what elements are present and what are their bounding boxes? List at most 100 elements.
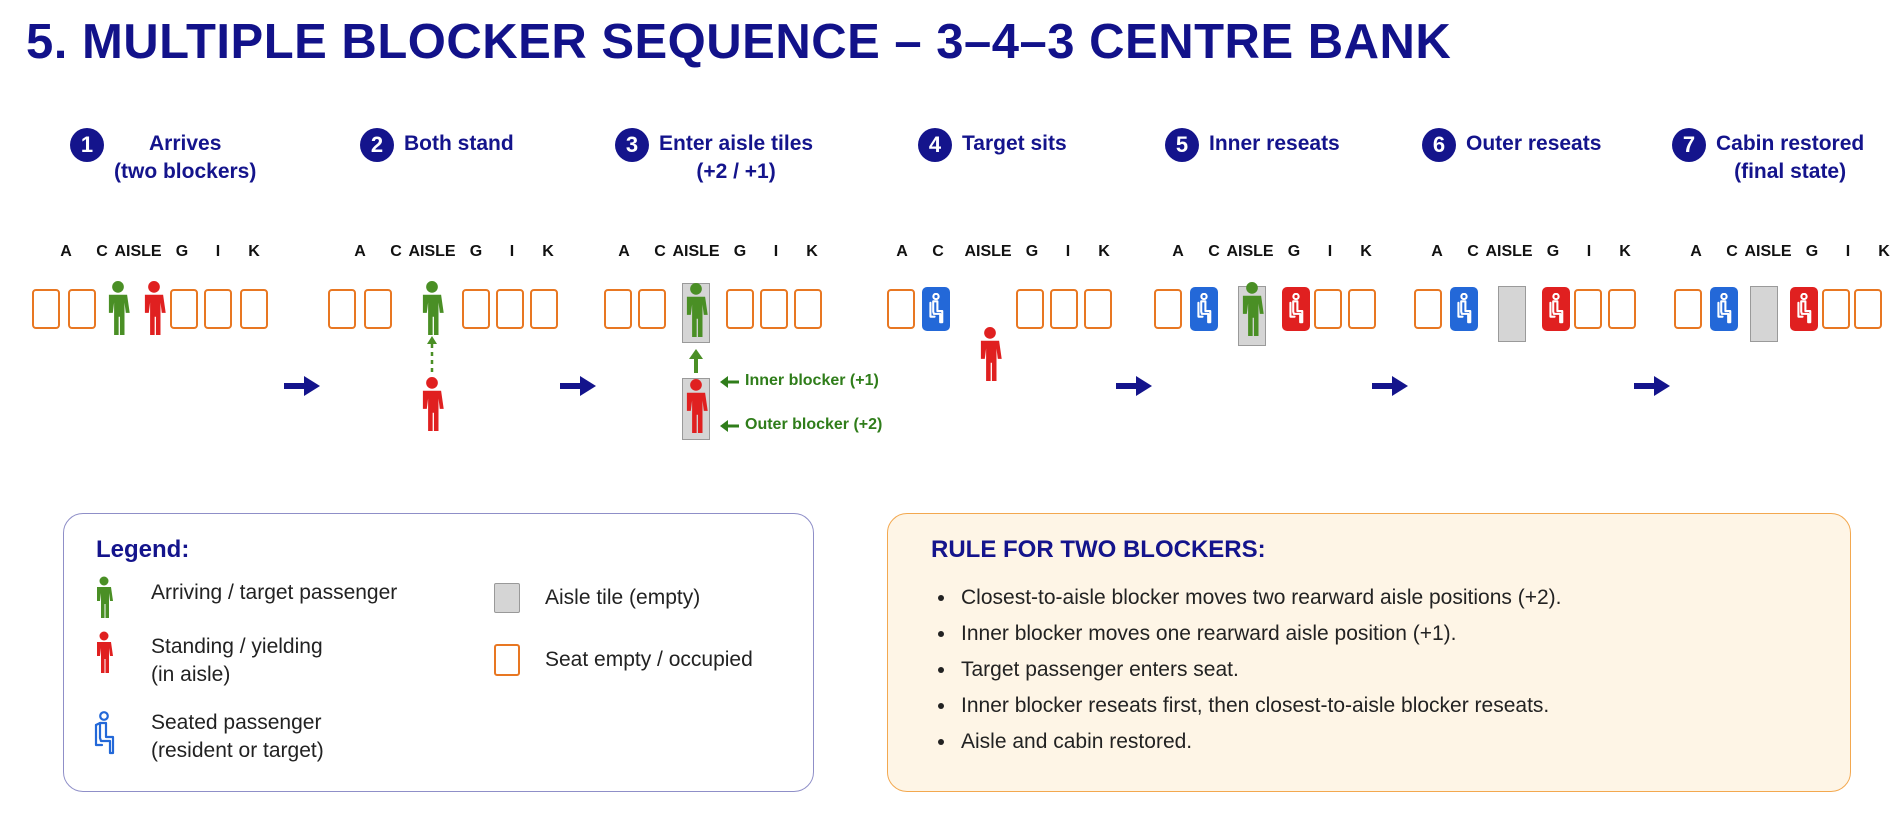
seat bbox=[68, 289, 96, 329]
right-arrow-icon bbox=[1372, 376, 1408, 396]
seat-outline-icon bbox=[494, 644, 520, 676]
step-number-badge: 5 bbox=[1165, 128, 1199, 162]
seat bbox=[794, 289, 822, 329]
seat-label: C bbox=[654, 243, 666, 260]
seat-label: I bbox=[1586, 243, 1592, 260]
seat-label: G bbox=[1546, 243, 1560, 260]
step-title: Inner reseats bbox=[1209, 132, 1340, 155]
seated-passenger-blue bbox=[1190, 287, 1218, 331]
blocker-passenger-icon bbox=[422, 377, 444, 431]
seat bbox=[170, 289, 198, 329]
rule-item: Aisle and cabin restored. bbox=[957, 724, 1561, 760]
standing-person-green-icon bbox=[97, 576, 113, 618]
seat-label: G bbox=[733, 243, 747, 260]
step-title: Outer reseats bbox=[1466, 132, 1602, 155]
seat-label: G bbox=[1287, 243, 1301, 260]
rule-box: RULE FOR TWO BLOCKERS: Closest-to-aisle … bbox=[887, 513, 1851, 792]
step-number-badge: 1 bbox=[70, 128, 104, 162]
seat-label: C bbox=[932, 243, 944, 260]
step-title: Enter aisle tiles(+2 / +1) bbox=[659, 132, 814, 183]
seated-passenger-icon bbox=[929, 293, 944, 324]
seat-label: K bbox=[1360, 243, 1372, 260]
seated-passenger-icon bbox=[1797, 293, 1812, 324]
seated-passenger-icon bbox=[1197, 293, 1212, 324]
seat bbox=[1016, 289, 1044, 329]
seated-passenger-blue bbox=[922, 287, 950, 331]
aisle-tile bbox=[1498, 286, 1526, 342]
seat bbox=[204, 289, 232, 329]
seated-passenger-red bbox=[1282, 287, 1310, 331]
legend-item-standing: Standing / yielding (in aisle) bbox=[151, 635, 323, 686]
seat-label: K bbox=[542, 243, 554, 260]
blocker-passenger-icon bbox=[980, 327, 1002, 381]
seat-label: A bbox=[618, 243, 630, 260]
legend-item-arriving: Arriving / target passenger bbox=[151, 581, 398, 604]
seat bbox=[1674, 289, 1702, 329]
left-arrow-icon bbox=[720, 376, 739, 388]
seat bbox=[1050, 289, 1078, 329]
seat bbox=[887, 289, 915, 329]
seat bbox=[1414, 289, 1442, 329]
seat-label: AISLE bbox=[672, 243, 720, 260]
target-passenger-icon bbox=[422, 281, 444, 335]
seat bbox=[530, 289, 558, 329]
annotation-inner-blocker: Inner blocker (+1) bbox=[745, 372, 879, 389]
rule-item: Inner blocker reseats first, then closes… bbox=[957, 688, 1561, 724]
seat bbox=[1314, 289, 1342, 329]
legend-item-seat: Seat empty / occupied bbox=[545, 648, 753, 671]
legend-title: Legend: bbox=[96, 536, 190, 563]
step-number-badge: 7 bbox=[1672, 128, 1706, 162]
seat bbox=[240, 289, 268, 329]
seated-passenger-outline-icon bbox=[94, 711, 115, 755]
seat bbox=[638, 289, 666, 329]
rule-title: RULE FOR TWO BLOCKERS: bbox=[931, 536, 1266, 563]
seated-passenger-icon bbox=[1717, 293, 1732, 324]
aisle-tile-icon bbox=[494, 583, 520, 613]
seat-label: AISLE bbox=[1226, 243, 1274, 260]
seated-passenger-red bbox=[1542, 287, 1570, 331]
seat-label: AISLE bbox=[408, 243, 456, 260]
step-number-badge: 3 bbox=[615, 128, 649, 162]
step-title: Cabin restored(final state) bbox=[1716, 132, 1865, 183]
seat bbox=[364, 289, 392, 329]
seat-label: I bbox=[509, 243, 515, 260]
target-passenger-icon bbox=[686, 283, 708, 337]
seat-label: I bbox=[1065, 243, 1071, 260]
seat-label: A bbox=[354, 243, 366, 260]
seat bbox=[462, 289, 490, 329]
legend-box: Legend: Arriving / target passenger Stan… bbox=[63, 513, 814, 792]
seated-passenger-icon bbox=[1457, 293, 1472, 324]
seat-label: C bbox=[390, 243, 402, 260]
rule-list: Closest-to-aisle blocker moves two rearw… bbox=[931, 580, 1561, 760]
seat-label: I bbox=[773, 243, 779, 260]
seat bbox=[496, 289, 524, 329]
seat-label: K bbox=[1878, 243, 1890, 260]
seated-passenger-icon bbox=[1549, 293, 1564, 324]
seat bbox=[1154, 289, 1182, 329]
seat-label: K bbox=[1098, 243, 1110, 260]
page-title: 5. MULTIPLE BLOCKER SEQUENCE – 3–4–3 CEN… bbox=[26, 15, 1452, 69]
annotation-outer-blocker: Outer blocker (+2) bbox=[745, 416, 883, 433]
seat-label: AISLE bbox=[1485, 243, 1533, 260]
right-arrow-icon bbox=[1116, 376, 1152, 396]
aisle-tile bbox=[1750, 286, 1778, 342]
legend-item-seated: Seated passenger (resident or target) bbox=[151, 711, 324, 762]
seat-label: G bbox=[1805, 243, 1819, 260]
seat bbox=[726, 289, 754, 329]
left-arrow-icon bbox=[720, 420, 739, 432]
blocker-passenger-icon bbox=[144, 281, 166, 335]
seated-passenger-blue bbox=[1450, 287, 1478, 331]
standing-passenger-icon bbox=[1242, 282, 1264, 336]
seat-label: AISLE bbox=[114, 243, 162, 260]
step-number-badge: 4 bbox=[918, 128, 952, 162]
rule-item: Target passenger enters seat. bbox=[957, 652, 1561, 688]
seat bbox=[1854, 289, 1882, 329]
legend-item-aisle-tile: Aisle tile (empty) bbox=[545, 586, 701, 609]
seat-label: AISLE bbox=[964, 243, 1012, 260]
seat-label: G bbox=[469, 243, 483, 260]
seat-label: I bbox=[215, 243, 221, 260]
seat bbox=[1608, 289, 1636, 329]
seat-label: K bbox=[806, 243, 818, 260]
seat-label: C bbox=[1726, 243, 1738, 260]
seat-label: K bbox=[1619, 243, 1631, 260]
